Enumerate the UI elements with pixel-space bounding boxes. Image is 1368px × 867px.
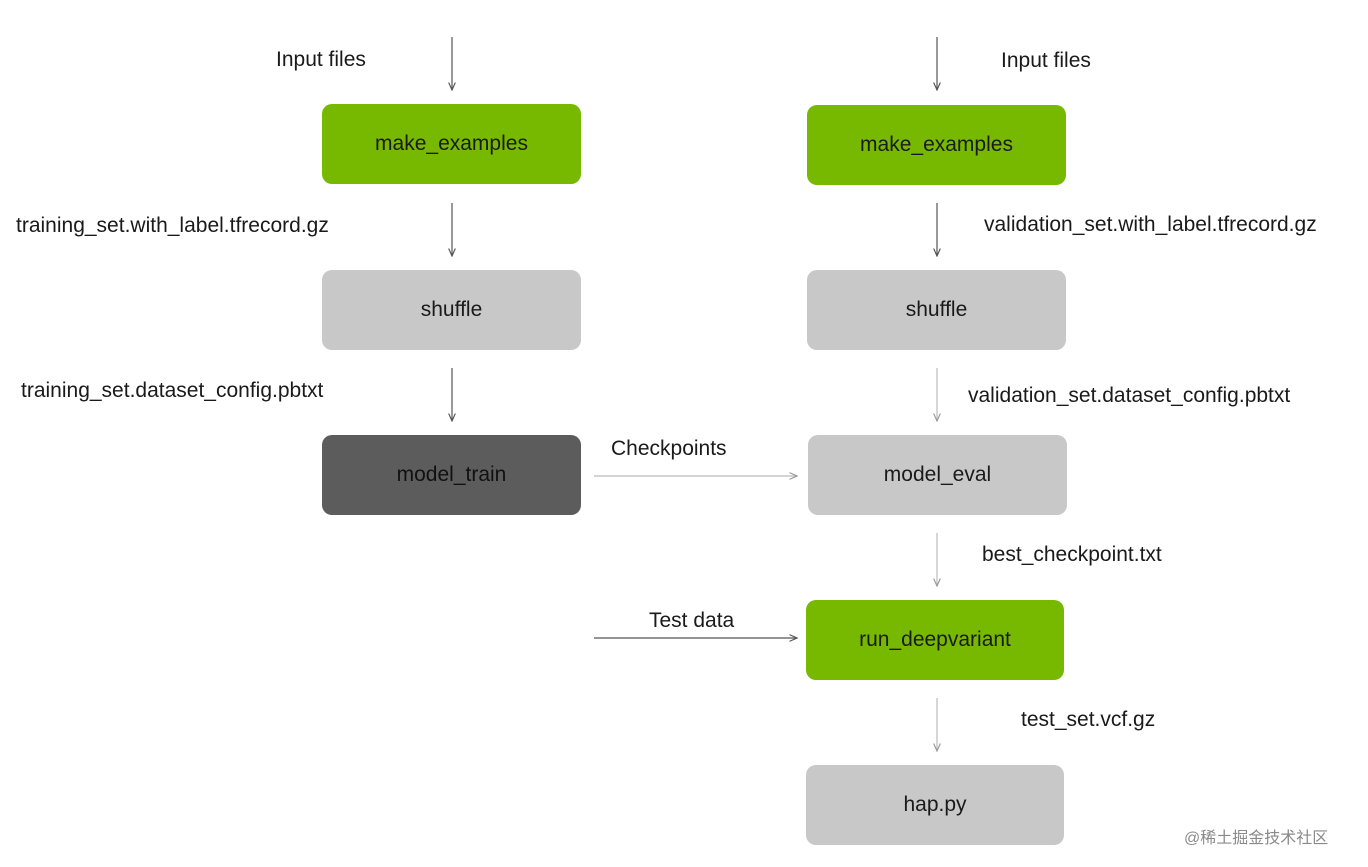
right-input-label: Input files [1001, 49, 1091, 72]
vcf-label: test_set.vcf.gz [1021, 708, 1156, 731]
model-train-node[interactable]: model_train [322, 435, 581, 515]
best-checkpoint-label: best_checkpoint.txt [982, 543, 1162, 566]
left-make-examples-text: make_examples [375, 132, 528, 155]
right-shuffle-text: shuffle [905, 298, 968, 321]
right-shuffle-node[interactable]: shuffle [807, 270, 1066, 350]
watermark: @稀土掘金技术社区 [1184, 830, 1329, 847]
left-make-examples-node[interactable]: make_examples [322, 104, 581, 184]
model-train-text: model_train [396, 463, 507, 486]
left-input-label: Input files [276, 48, 366, 71]
hap-py-text: hap.py [903, 793, 967, 816]
model-eval-node[interactable]: model_eval [808, 435, 1067, 515]
test-data-label: Test data [649, 609, 735, 632]
right-make-examples-text: make_examples [860, 133, 1013, 156]
left-training-label: training_set.with_label.tfrecord.gz [16, 214, 329, 237]
run-deepvariant-node[interactable]: run_deepvariant [806, 600, 1064, 680]
right-config-label: validation_set.dataset_config.pbtxt [968, 384, 1291, 407]
run-deepvariant-text: run_deepvariant [859, 628, 1011, 651]
model-eval-text: model_eval [883, 463, 992, 486]
checkpoints-label: Checkpoints [611, 437, 727, 460]
right-make-examples-node[interactable]: make_examples [807, 105, 1066, 185]
left-shuffle-node[interactable]: shuffle [322, 270, 581, 350]
right-validation-label: validation_set.with_label.tfrecord.gz [984, 213, 1317, 236]
left-config-label: training_set.dataset_config.pbtxt [21, 379, 324, 402]
hap-py-node[interactable]: hap.py [806, 765, 1064, 845]
left-shuffle-text: shuffle [420, 298, 483, 321]
